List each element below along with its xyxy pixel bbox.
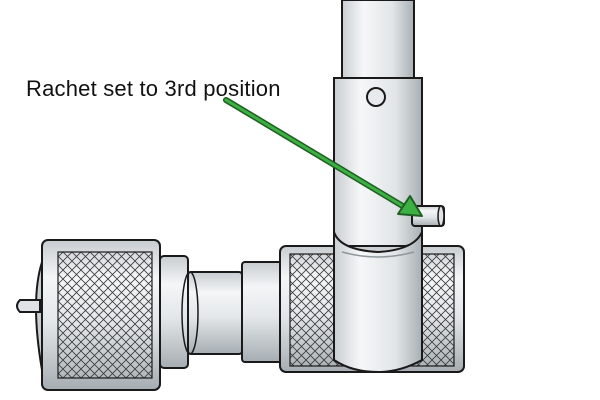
ratchet-pin: [411, 205, 445, 227]
annotation-label: Rachet set to 3rd position: [26, 76, 281, 101]
vertical-shaft: [341, 0, 415, 79]
ratchet-collar: [333, 77, 423, 252]
arrow-icon: [397, 195, 423, 217]
pointer-arrow: [223, 97, 423, 217]
elbow-body: [333, 231, 423, 374]
spindle: [159, 255, 283, 369]
collar-pin-icon: [366, 87, 386, 107]
left-knurled-knob: [16, 239, 161, 391]
